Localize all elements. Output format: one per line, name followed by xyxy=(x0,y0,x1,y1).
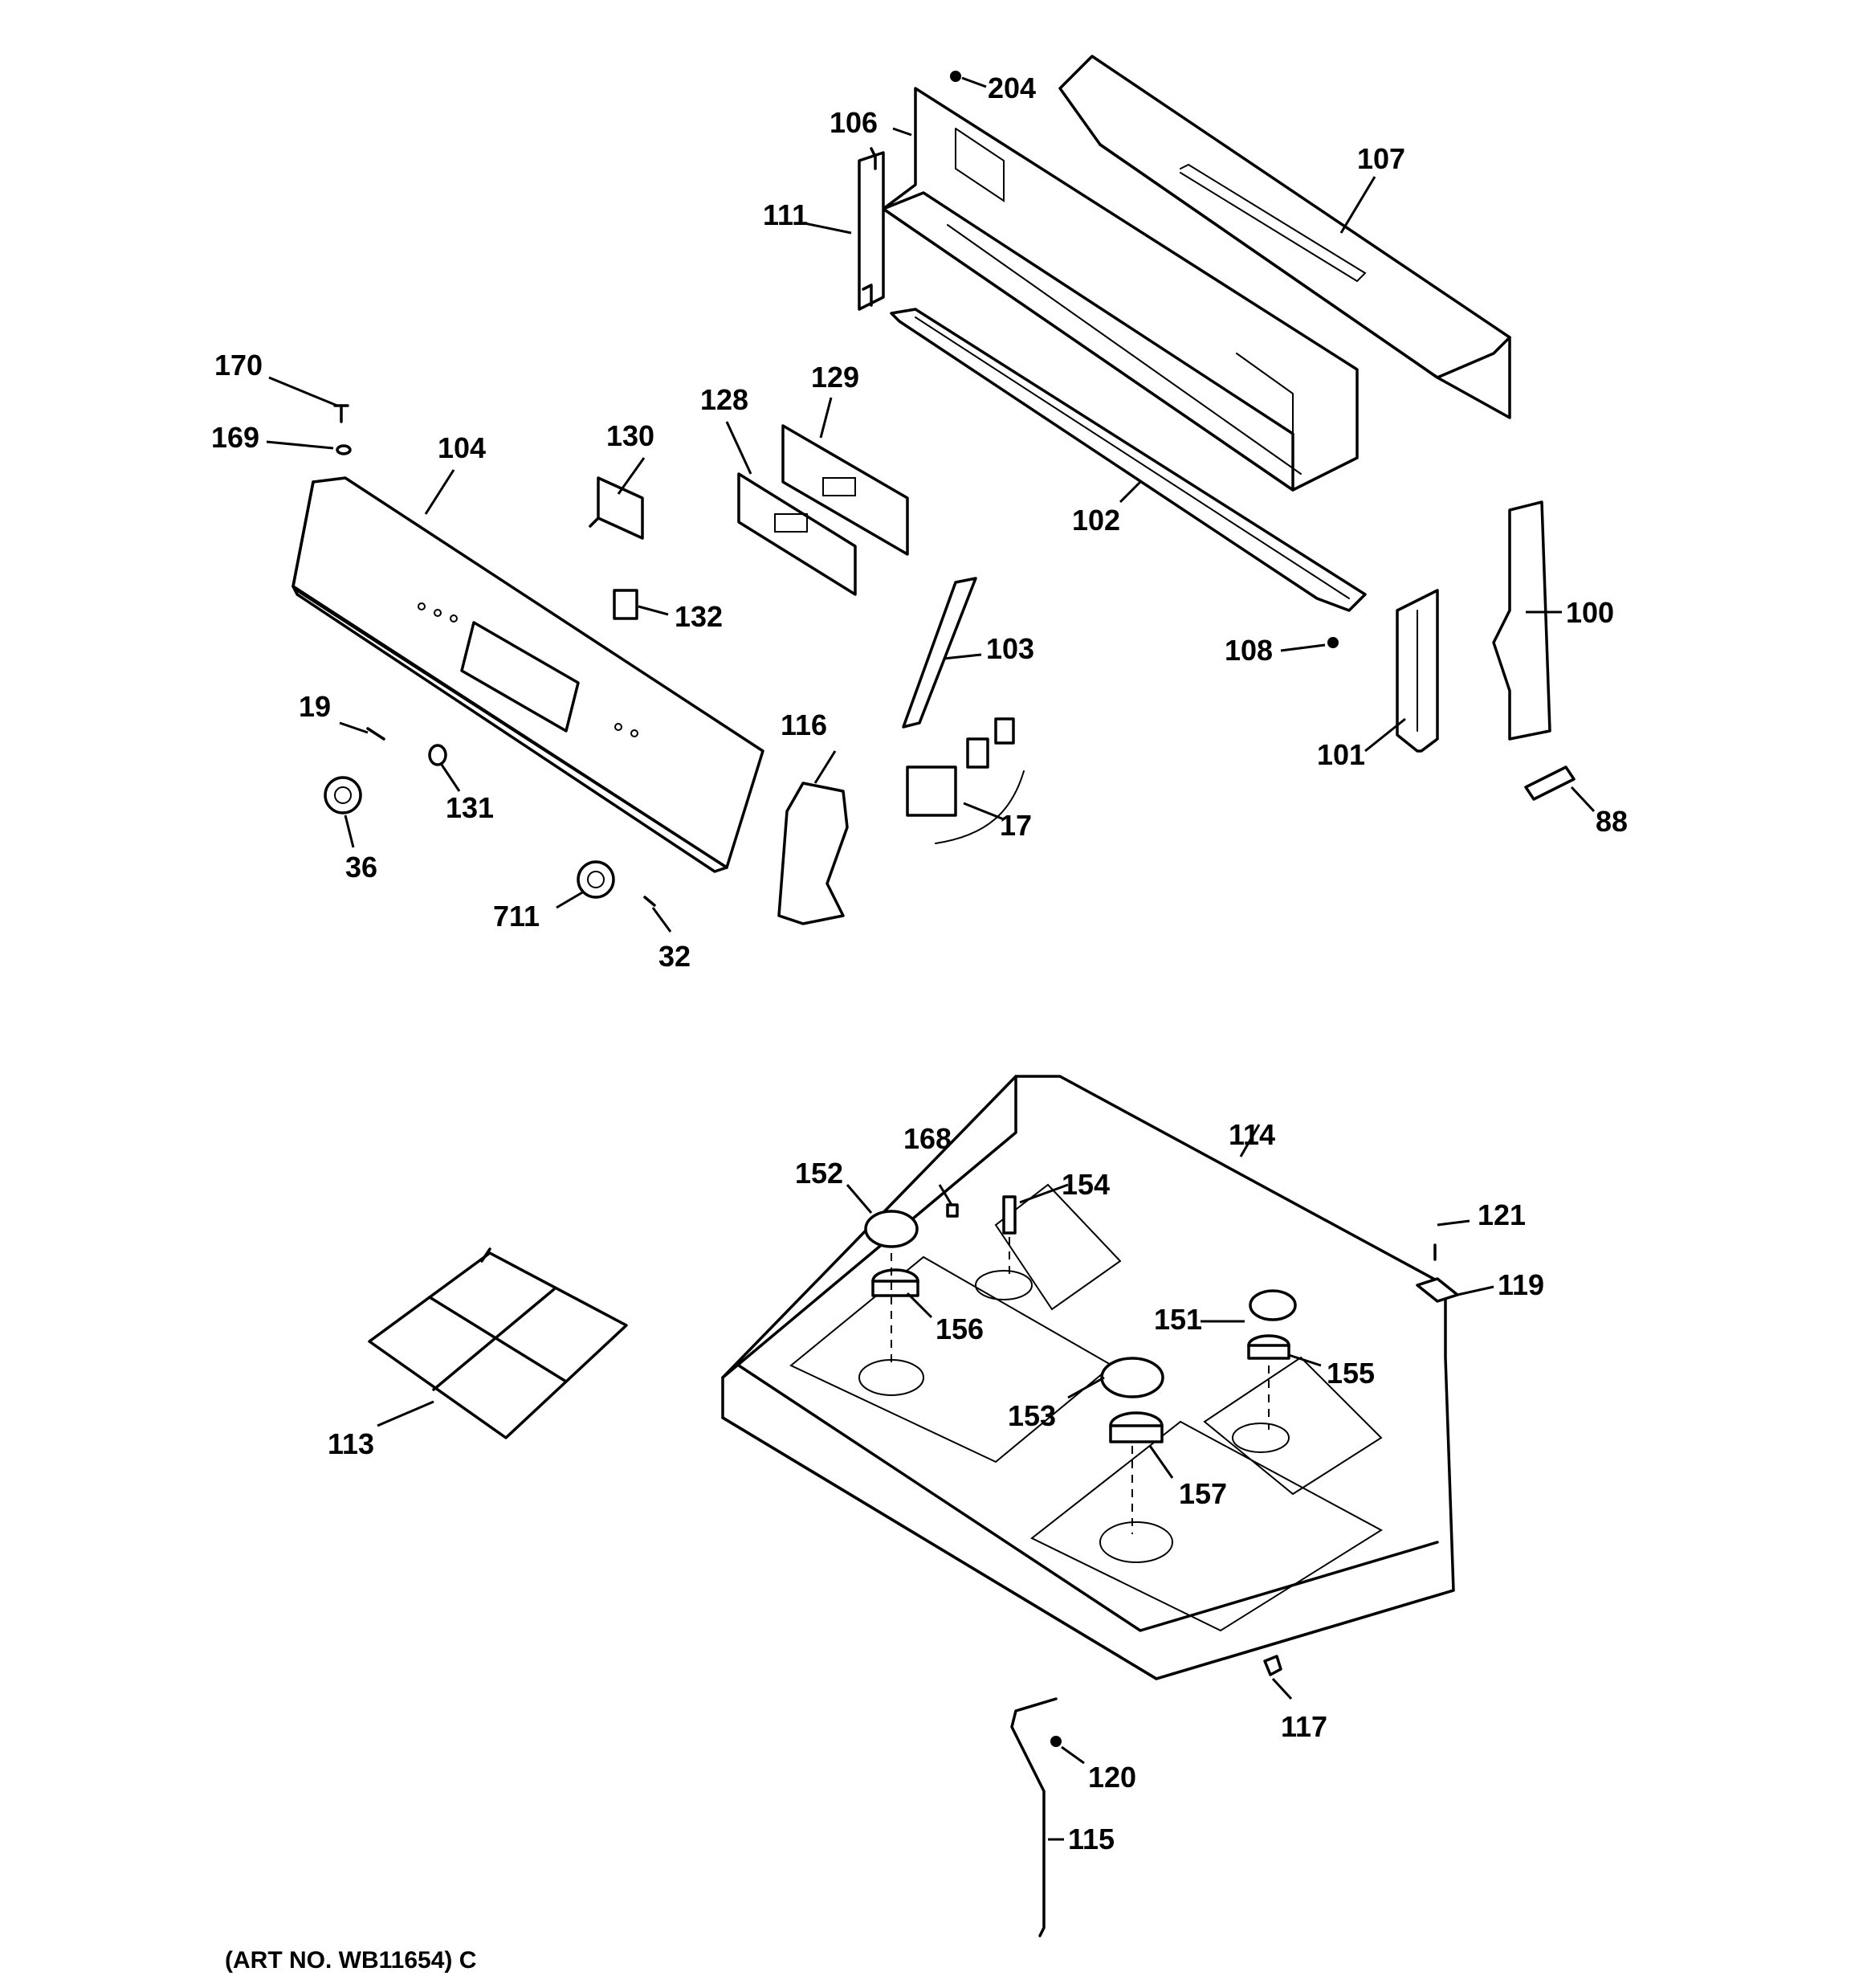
part-100-side-panel xyxy=(1492,500,1551,741)
callout-19: 19 xyxy=(299,690,331,723)
part-111-bracket xyxy=(858,147,885,311)
part-132-switch xyxy=(613,589,638,620)
callout-32: 32 xyxy=(658,940,691,973)
callout-152: 152 xyxy=(795,1157,843,1190)
part-104-control-panel xyxy=(291,476,764,873)
callout-170: 170 xyxy=(214,349,263,382)
callout-119: 119 xyxy=(1498,1268,1544,1301)
callout-128: 128 xyxy=(700,383,748,416)
callout-153: 153 xyxy=(1008,1399,1056,1432)
callout-104: 104 xyxy=(438,431,486,464)
callout-36: 36 xyxy=(345,851,377,884)
part-32-screw xyxy=(643,896,656,907)
callout-154: 154 xyxy=(1062,1168,1110,1201)
callout-129: 129 xyxy=(811,361,859,394)
callout-103: 103 xyxy=(986,632,1034,665)
part-115-rod xyxy=(1010,1697,1058,1937)
callout-115: 115 xyxy=(1068,1823,1115,1855)
callout-130: 130 xyxy=(606,419,654,452)
part-19-screw xyxy=(366,727,385,741)
part-155-burner-head xyxy=(1247,1334,1290,1360)
part-151-burner-cap xyxy=(1249,1289,1297,1321)
callout-88: 88 xyxy=(1596,805,1628,838)
part-113-grate xyxy=(368,1247,628,1439)
part-169-washer xyxy=(336,444,352,455)
part-17-valve xyxy=(906,717,1025,844)
callout-100: 100 xyxy=(1566,596,1614,629)
callout-107: 107 xyxy=(1357,142,1405,175)
callout-156: 156 xyxy=(936,1312,984,1345)
part-157-burner-head xyxy=(1109,1411,1164,1443)
callout-113: 113 xyxy=(328,1427,374,1460)
art-number: (ART NO. WB11654) C xyxy=(225,1947,476,1974)
part-711-knob xyxy=(577,860,615,899)
part-101-side-bracket xyxy=(1396,589,1439,753)
part-131-button xyxy=(428,744,447,766)
callout-132: 132 xyxy=(675,600,723,633)
part-128-overlay xyxy=(737,472,857,596)
callout-102: 102 xyxy=(1072,504,1120,537)
part-152-burner-cap xyxy=(864,1210,919,1248)
part-153-burner-cap xyxy=(1100,1357,1164,1398)
part-120-screw xyxy=(1050,1736,1062,1747)
callout-108: 108 xyxy=(1225,634,1273,667)
part-170-screw xyxy=(333,404,349,423)
callout-155: 155 xyxy=(1327,1357,1375,1390)
part-168-clip xyxy=(946,1203,959,1218)
part-108-screw xyxy=(1327,637,1339,648)
part-102-rail xyxy=(890,308,1367,612)
part-106-back-panel xyxy=(882,87,1359,492)
part-117-nut xyxy=(1263,1655,1282,1676)
part-154-igniter xyxy=(1002,1195,1017,1235)
callout-111: 111 xyxy=(763,198,808,231)
part-156-burner-head xyxy=(871,1268,919,1297)
callout-711: 711 xyxy=(493,900,540,933)
part-107-cover xyxy=(1058,55,1511,419)
callout-151: 151 xyxy=(1154,1303,1202,1336)
callout-121: 121 xyxy=(1478,1198,1526,1231)
callout-117: 117 xyxy=(1281,1710,1327,1743)
callout-116: 116 xyxy=(781,708,827,741)
callout-168: 168 xyxy=(903,1122,952,1155)
part-116-end-cap xyxy=(777,782,849,925)
callout-169: 169 xyxy=(211,421,259,454)
part-130-switch xyxy=(589,476,644,540)
callout-204: 204 xyxy=(988,71,1036,104)
part-204-screw xyxy=(950,71,961,82)
part-36-knob xyxy=(324,776,362,814)
part-88-clip xyxy=(1524,765,1576,801)
leader-lines xyxy=(266,76,1596,1841)
callout-101: 101 xyxy=(1317,738,1365,771)
part-103-bracket xyxy=(902,577,977,729)
callout-120: 120 xyxy=(1088,1761,1136,1794)
callout-157: 157 xyxy=(1179,1477,1227,1510)
callout-106: 106 xyxy=(830,106,878,139)
callout-114: 114 xyxy=(1229,1118,1275,1151)
callout-17: 17 xyxy=(1000,809,1032,842)
part-129-control-board xyxy=(781,424,909,556)
callout-131: 131 xyxy=(446,791,494,824)
